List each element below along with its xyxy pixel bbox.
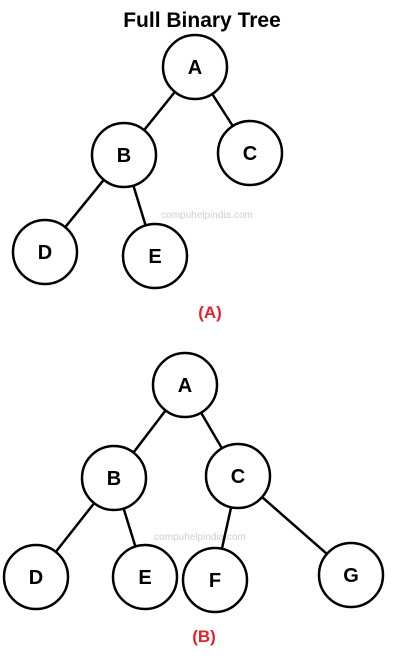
tree-caption: (B) [192,627,216,646]
node-b-circle [90,121,158,189]
node-c-label: C [231,466,245,488]
node-c-circle [204,442,272,510]
node-e-label: E [148,246,161,268]
tree-1: compuhelpindia.com A B C D E F G (B) [2,351,385,646]
node-a-label: A [188,57,202,79]
node-c-circle [216,119,284,187]
node-e-circle [121,222,189,290]
edge-a-c [211,93,234,127]
node-f-label: F [209,570,221,592]
node-e-circle [111,543,179,611]
node-g-circle [317,541,385,609]
node-e-label: E [138,567,151,589]
node-c-label: C [243,143,257,165]
node-d-circle [11,218,79,286]
tree-0: compuhelpindia.com A B C D E (A) [11,33,284,322]
node-a-circle [161,33,229,101]
node-d-label: D [29,567,43,589]
node-g-label: G [343,565,359,587]
node-a-circle [151,351,219,419]
edge-b-e [132,185,147,226]
node-a-label: A [178,375,192,397]
edge-b-e [122,508,137,547]
edge-b-d [64,179,105,228]
node-b-label: B [117,145,131,167]
node-b-label: B [107,468,121,490]
watermark-text: compuhelpindia.com [154,532,246,543]
edge-c-g [261,496,328,555]
tree-caption: (A) [198,303,222,322]
node-d-label: D [38,242,52,264]
edge-a-c [200,412,223,449]
edge-a-b [143,91,176,131]
node-f-circle [181,546,249,614]
node-b-circle [80,444,148,512]
edge-c-f [220,506,233,550]
watermark-text: compuhelpindia.com [161,210,253,221]
diagram-title: Full Binary Tree [123,9,281,32]
node-d-circle [2,543,70,611]
edge-b-d [54,502,96,553]
edge-a-b [132,409,167,454]
